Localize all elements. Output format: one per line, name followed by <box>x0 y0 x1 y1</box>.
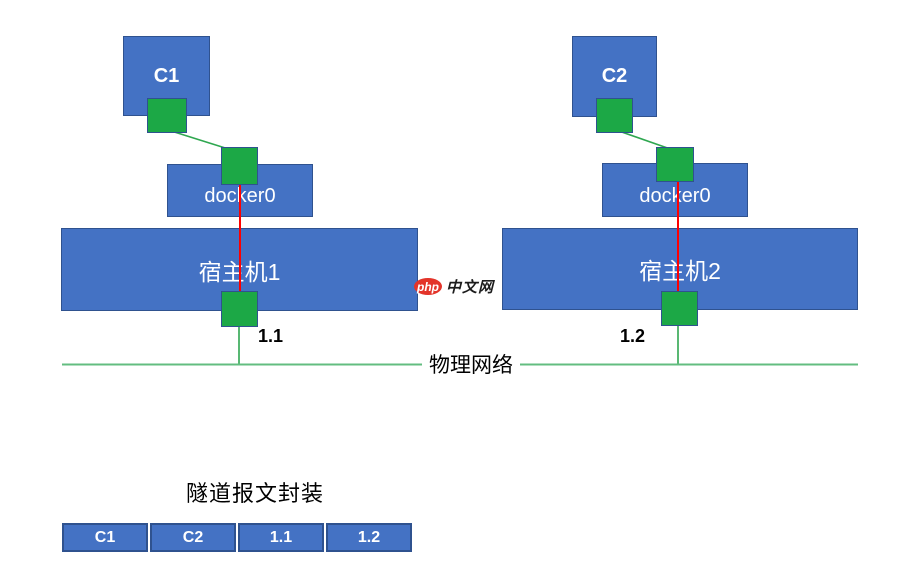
php-cn-watermark: php 中文网 <box>414 276 494 297</box>
tunnel-segment-c2-label: C2 <box>182 528 204 546</box>
host1-nic-port-icon <box>221 291 258 327</box>
tunnel-segment-ip1: 1.1 <box>238 523 324 552</box>
tunnel-encapsulation-title: 隧道报文封装 <box>185 481 324 506</box>
container-c1-label: C1 <box>153 64 180 87</box>
tunnel-segment-c1: C1 <box>62 523 148 552</box>
watermark-text: 中文网 <box>446 279 495 296</box>
docker0-bridge1-label: docker0 <box>204 185 276 207</box>
host2-label: 宿主机2 <box>639 258 721 284</box>
host1-label: 宿主机1 <box>198 258 281 285</box>
tunnel-segment-c2: C2 <box>150 523 236 552</box>
php-logo-icon: php <box>414 278 442 295</box>
host2-nic-port-icon <box>661 291 698 326</box>
physical-network-label: 物理网络 <box>422 348 520 380</box>
bridge2-veth-port-icon <box>656 147 694 182</box>
tunnel-segment-c1-label: C1 <box>94 528 116 546</box>
docker0-bridge2-label: docker0 <box>639 184 711 207</box>
c1-veth-port-icon <box>147 98 187 133</box>
tunnel-segment-ip2-label: 1.2 <box>357 528 381 546</box>
tunnel-segment-ip2: 1.2 <box>326 523 412 552</box>
host1-ip-label: 1.1 <box>258 326 284 346</box>
host2-ip-label: 1.2 <box>620 326 646 346</box>
bridge1-veth-port-icon <box>221 147 258 185</box>
container-c2-label: C2 <box>601 65 628 87</box>
c2-veth-port-icon <box>596 98 633 133</box>
tunnel-segment-ip1-label: 1.1 <box>269 528 293 546</box>
